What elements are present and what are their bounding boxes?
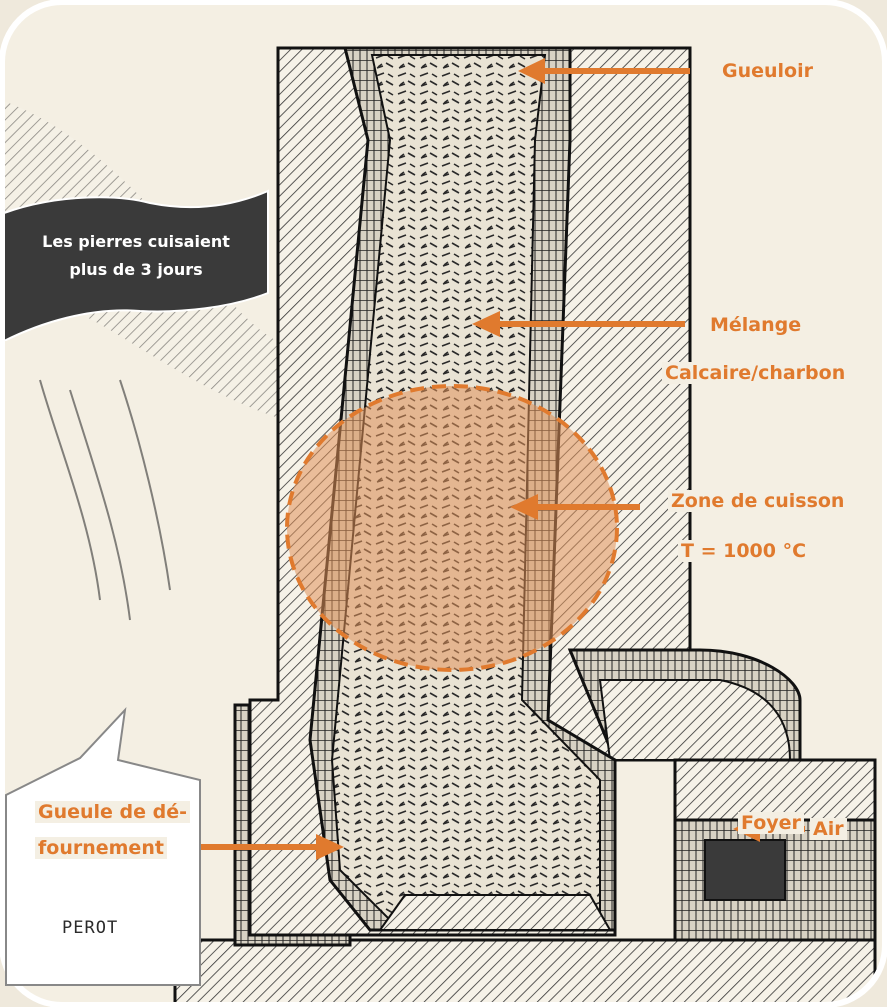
- info-banner-line1: Les pierres cuisaient: [0, 228, 272, 256]
- label-gueule-line1: Gueule de dé-: [35, 801, 190, 823]
- label-temperature: T = 1000 °C: [678, 540, 809, 562]
- label-gueuloir: Gueuloir: [722, 60, 813, 82]
- label-zone-cuisson: Zone de cuisson: [668, 490, 847, 512]
- label-melange-sub: Calcaire/charbon: [662, 362, 848, 384]
- info-banner-line2: plus de 3 jours: [0, 256, 272, 284]
- label-foyer: Foyer: [738, 812, 804, 834]
- engraver-signature: PEROT: [62, 918, 118, 938]
- label-melange: Mélange: [710, 314, 801, 336]
- info-banner-text: Les pierres cuisaient plus de 3 jours: [0, 228, 272, 284]
- label-gueule-line2: fournement: [35, 837, 167, 859]
- label-air: Air: [810, 818, 847, 840]
